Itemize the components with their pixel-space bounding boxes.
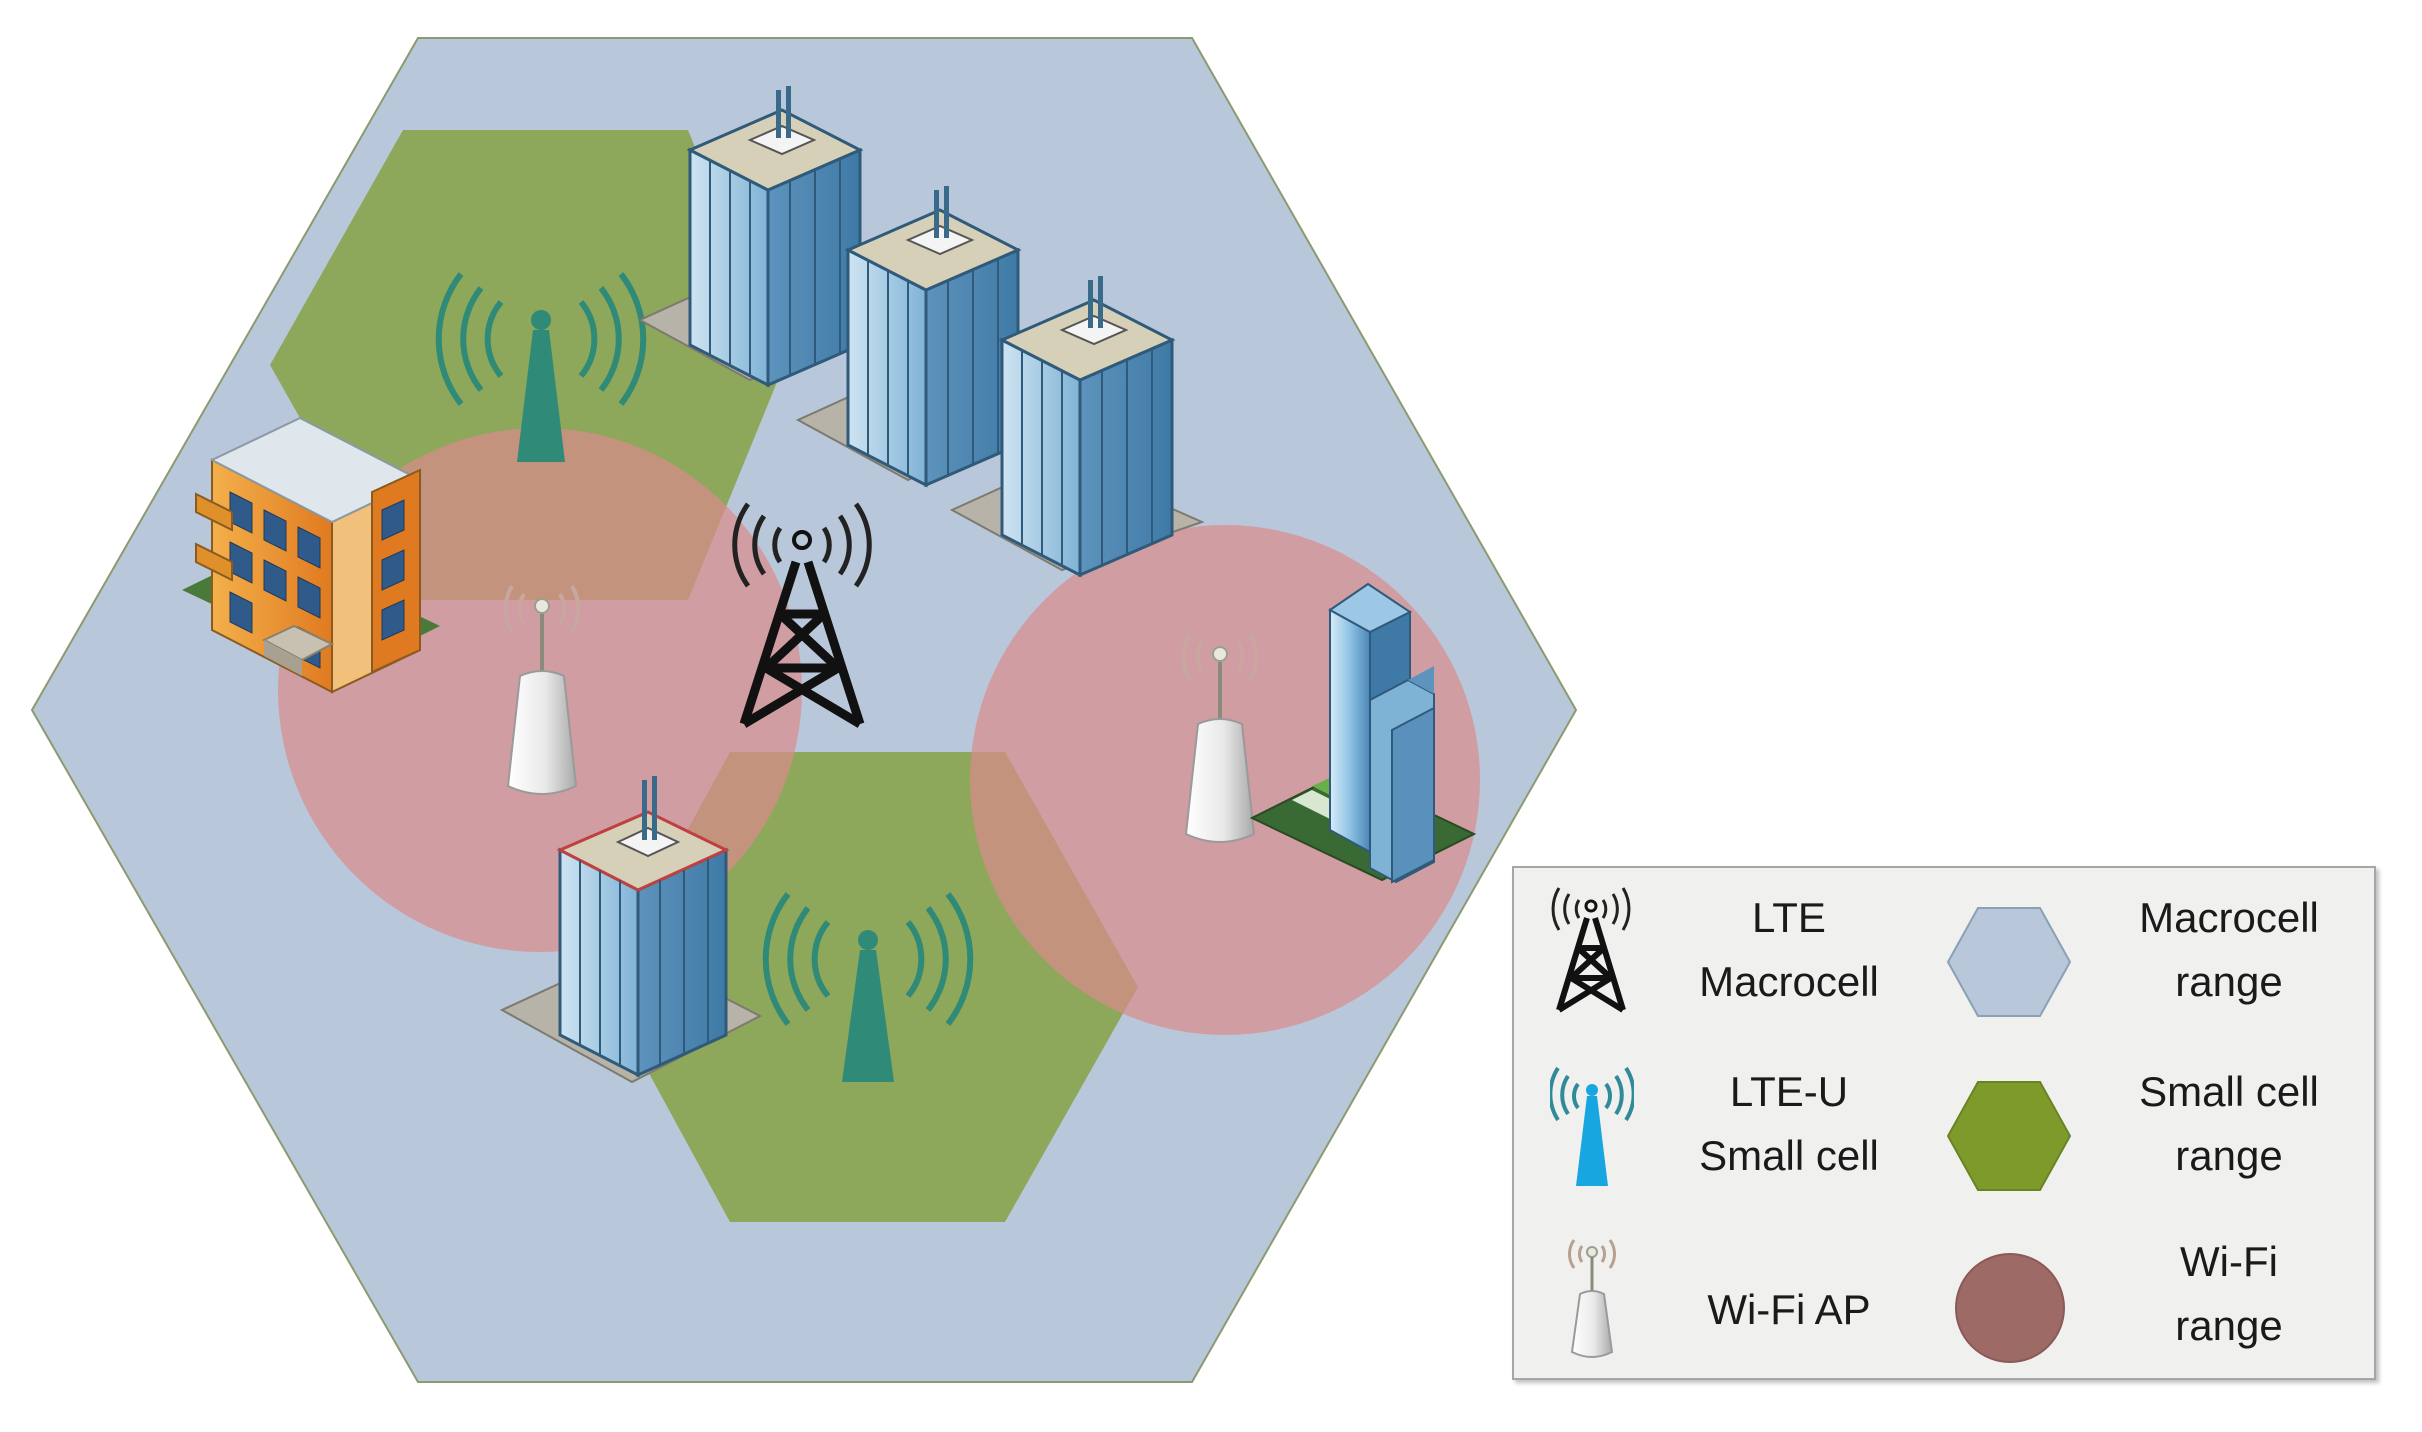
wifi-ap-icon [503,584,581,795]
wifi-range-swatch [1955,1253,2065,1363]
legend-label-wifi-ap: Wi-Fi AP [1707,1286,1871,1333]
office-tower-icon [795,186,1022,488]
office-tower-icon [949,276,1205,578]
apartment-building-icon [182,416,440,694]
legend-label-macrocell-range: Macrocell range [2139,894,2319,1005]
lte-macrocell-tower-icon [732,502,872,728]
wifi-ap-icon [1567,1239,1617,1358]
wifi-ap-icon [1181,632,1259,843]
skyscraper-icon [1249,582,1477,884]
macrocell-range-swatch [1946,907,2072,1017]
legend-label-wifi-range: Wi-Fi range [2175,1238,2283,1349]
lte-u-small-cell-icon [1550,1066,1634,1186]
legend-label-small-cell-range: Small cell range [2139,1068,2319,1179]
lte-macrocell-tower-icon [1551,887,1631,1013]
office-tower-icon [499,776,763,1084]
legend-label-lte-u-small-cell: LTE-U Small cell [1699,1068,1879,1179]
office-tower-icon [637,86,864,388]
legend: LTE Macrocell Macrocell range LTE-U Smal… [1512,866,2376,1380]
small-cell-range-swatch [1946,1081,2072,1191]
legend-label-lte-macrocell: LTE Macrocell [1699,894,1879,1005]
